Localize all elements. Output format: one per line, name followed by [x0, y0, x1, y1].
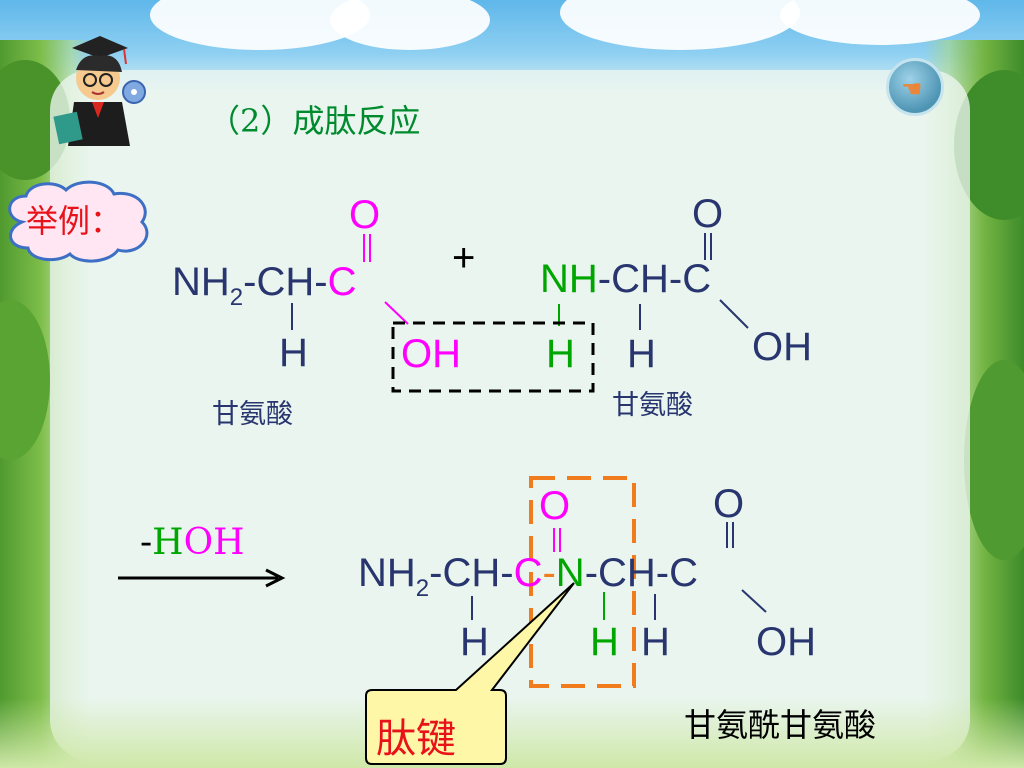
reactant1-name: 甘氨酸: [212, 399, 293, 430]
single-bond-line: [741, 589, 767, 613]
alpha-hydrogen: H: [460, 620, 489, 664]
subscript-2: 2: [415, 575, 430, 602]
example-cloud-badge-label-wrap: 举例：: [0, 178, 160, 264]
ch-group: CH: [598, 551, 656, 595]
product-formula: NH2-CH-C-N-CH-C: [358, 551, 699, 601]
hydroxyl-group: OH: [756, 620, 816, 664]
bond-dash: -: [314, 260, 328, 304]
alpha-hydrogen: H: [627, 332, 656, 376]
carbonyl-oxygen: O: [349, 193, 381, 237]
peptide-carbon: C: [513, 551, 543, 595]
peptide-oxygen: O: [539, 484, 571, 528]
carboxyl-carbon: C: [669, 551, 699, 595]
ch-group: CH: [442, 551, 501, 595]
nh2-group: NH: [172, 260, 230, 304]
peptide-bond-callout: [365, 582, 575, 765]
carbonyl-oxygen: O: [692, 192, 724, 236]
peptide-bond-label: 肽键: [376, 716, 456, 762]
product-name: 甘氨酰甘氨酸: [684, 706, 877, 744]
hand-pointer-icon: ☚: [901, 76, 923, 103]
bond-dash: -: [429, 551, 443, 595]
amine-hydrogen-removed: H: [546, 332, 575, 376]
plus-sign: +: [452, 236, 476, 280]
reactant2-formula: NH-CH-C: [540, 259, 711, 299]
hydroxyl-group: OH: [752, 325, 812, 369]
example-label: 举例：: [26, 202, 123, 240]
amine-group: NH: [540, 257, 598, 301]
nh2-group: NH: [358, 551, 416, 595]
single-bond-line: [384, 301, 409, 325]
reaction-condition: -HOH: [140, 522, 245, 563]
bond-dash: -: [655, 551, 670, 595]
reactant2-name: 甘氨酸: [612, 390, 693, 421]
leaf-cluster: [964, 360, 1024, 560]
bond-dash: -: [500, 551, 514, 595]
bond-dash: -: [668, 257, 683, 301]
subscript-2: 2: [229, 284, 244, 311]
water-h: H: [152, 522, 184, 563]
single-bond-line: [719, 299, 749, 329]
hydroxyl-removed: OH: [401, 332, 461, 376]
grass: [0, 698, 1024, 768]
ch-group: CH: [611, 257, 669, 301]
water-removal-box: [391, 321, 595, 393]
peptide-nitrogen: N: [555, 551, 585, 595]
bond-dash: -: [584, 551, 599, 595]
example-cloud-badge: [8, 180, 149, 263]
peptide-dash: -: [542, 551, 556, 595]
minus-sign: -: [140, 522, 153, 563]
slide-title: （2）成肽反应: [208, 102, 421, 140]
alpha-hydrogen: H: [641, 620, 670, 664]
bond-dash: -: [243, 260, 257, 304]
carboxyl-carbon: C: [682, 257, 712, 301]
amide-hydrogen: H: [590, 620, 619, 664]
ch-group: CH: [256, 260, 315, 304]
round-nav-button-icon[interactable]: ☚: [886, 58, 944, 116]
reactant1-formula: NH2-CH-C: [172, 260, 357, 310]
carbonyl-oxygen: O: [713, 482, 745, 526]
sky-cloud: [330, 0, 490, 50]
peptide-bond-box: [529, 476, 636, 688]
bond-dash: -: [597, 257, 612, 301]
water-oh: OH: [183, 522, 245, 563]
carbonyl-carbon: C: [327, 260, 357, 304]
alpha-hydrogen: H: [279, 331, 308, 375]
teacher-cartoon-icon: [53, 36, 146, 146]
